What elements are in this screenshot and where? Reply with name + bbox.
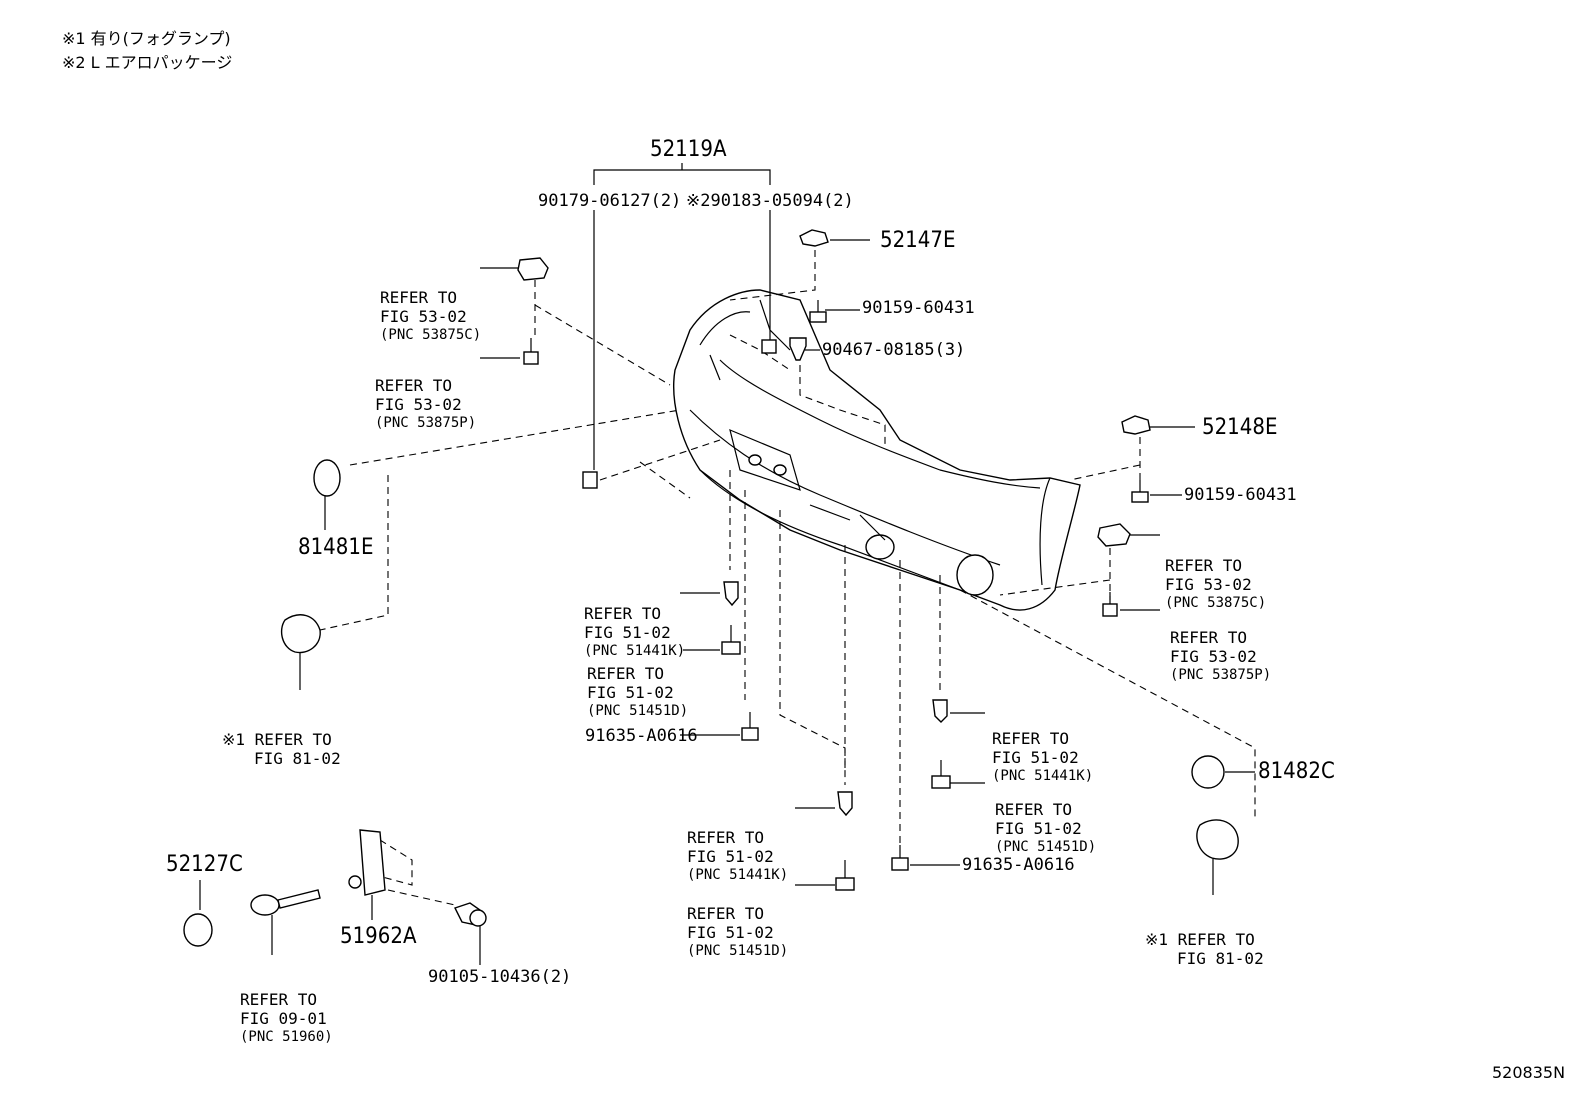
ref-line: FIG 51-02 xyxy=(992,748,1079,767)
bolt-90105-10436 xyxy=(454,902,487,927)
ref-line: FIG 09-01 xyxy=(240,1009,327,1028)
fog-lamp-left xyxy=(280,614,321,654)
cap-52127C xyxy=(183,913,213,947)
ref-line: FIG 53-02 xyxy=(375,395,462,414)
ref-line: FIG 51-02 xyxy=(587,683,674,702)
clip-90179 xyxy=(582,471,598,489)
label-52127C: 52127C xyxy=(166,852,243,877)
ref-pnc: (PNC 53875C) xyxy=(1165,595,1267,611)
clip-52148E xyxy=(1121,415,1151,435)
screw-90159-60431-top xyxy=(809,300,827,323)
ref-line: FIG 81-02 xyxy=(254,749,341,768)
ref-line: ※1 REFER TO xyxy=(1145,930,1255,949)
bolt-53875P-left xyxy=(523,338,539,365)
ref-pnc: (PNC 51451D) xyxy=(587,703,689,719)
label-81482C: 81482C xyxy=(1258,759,1335,784)
clip-51441K-a xyxy=(723,581,739,607)
nut-53875C-right xyxy=(1097,523,1131,547)
label-90467-08185: 90467-08185(3) xyxy=(822,340,966,360)
ref-line: REFER TO xyxy=(687,904,765,923)
bracket-51962A xyxy=(348,829,386,896)
screw-51451D-a xyxy=(721,625,741,655)
fog-lamp-right xyxy=(1196,819,1239,860)
ref-pnc: (PNC 51441K) xyxy=(992,768,1094,784)
fog-cover-81481E xyxy=(313,459,341,497)
label-90105-10436: 90105-10436(2) xyxy=(428,967,572,987)
label-91635-A0616-left: 91635-A0616 xyxy=(585,726,698,746)
ref-pnc: (PNC 53875P) xyxy=(375,415,477,431)
ref-line: FIG 53-02 xyxy=(380,307,467,326)
ref-line: FIG 81-02 xyxy=(1177,949,1264,968)
clip-90183 xyxy=(761,339,777,354)
ref-pnc: (PNC 51441K) xyxy=(584,643,686,659)
label-90159-60431-right: 90159-60431 xyxy=(1184,485,1297,505)
parts xyxy=(183,229,1239,947)
ref-line: REFER TO xyxy=(995,800,1073,819)
ref-pnc: (PNC 53875C) xyxy=(380,327,482,343)
ref-line: REFER TO xyxy=(1170,628,1248,647)
ref-pnc: (PNC 51960) xyxy=(240,1029,333,1045)
ref-line: FIG 51-02 xyxy=(687,847,774,866)
fog-cover-81482C xyxy=(1191,755,1225,789)
label-81481E: 81481E xyxy=(298,535,374,560)
label-52148E: 52148E xyxy=(1202,415,1278,440)
ref-pnc: (PNC 51451D) xyxy=(687,943,789,959)
ref-line: ※1 REFER TO xyxy=(222,730,332,749)
label-52147E: 52147E xyxy=(880,228,956,253)
ref-line: REFER TO xyxy=(380,288,458,307)
ref-line: REFER TO xyxy=(687,828,765,847)
label-91635-A0616-right: 91635-A0616 xyxy=(962,855,1075,875)
ref-line: REFER TO xyxy=(375,376,453,395)
bolt-91635-A0616-left xyxy=(741,712,759,741)
ref-line: FIG 51-02 xyxy=(584,623,671,642)
note-1: ※1 有り(フォグランプ) xyxy=(62,29,231,48)
ref-pnc: (PNC 51441K) xyxy=(687,867,789,883)
label-52119A: 52119A xyxy=(650,137,727,162)
ref-line: REFER TO xyxy=(1165,556,1243,575)
clip-52147E xyxy=(799,229,829,247)
ref-line: REFER TO xyxy=(584,604,662,623)
label-90183-05094: ※290183-05094(2) xyxy=(686,191,854,211)
ref-line: FIG 53-02 xyxy=(1165,575,1252,594)
ref-line: REFER TO xyxy=(587,664,665,683)
screw-51451D-c xyxy=(931,760,951,789)
diagram-id: 520835N xyxy=(1492,1063,1566,1082)
ref-line: FIG 51-02 xyxy=(687,923,774,942)
ref-line: REFER TO xyxy=(992,729,1070,748)
note-2: ※2 L エアロパッケージ xyxy=(62,53,233,72)
ref-line: FIG 53-02 xyxy=(1170,647,1257,666)
bolt-53875P-right xyxy=(1102,592,1118,617)
leader-lines xyxy=(199,163,1256,965)
nut-53875C-left xyxy=(517,257,549,281)
clip-51441K-c xyxy=(932,699,948,723)
tow-hook-51960 xyxy=(250,889,321,916)
bolt-91635-A0616-right xyxy=(891,845,909,871)
screw-90159-60431-right xyxy=(1131,480,1149,503)
bumper-cover xyxy=(673,289,1081,611)
label-90159-60431-top: 90159-60431 xyxy=(862,298,975,318)
clip-51441K-b xyxy=(837,791,853,817)
ref-line: REFER TO xyxy=(240,990,318,1009)
label-51962A: 51962A xyxy=(340,924,417,949)
ref-pnc: (PNC 53875P) xyxy=(1170,667,1272,683)
ref-pnc: (PNC 51451D) xyxy=(995,839,1097,855)
clip-90467-08185 xyxy=(789,337,807,361)
screw-51451D-b xyxy=(835,860,855,891)
label-90179-06127: 90179-06127(2) xyxy=(538,191,682,211)
ref-line: FIG 51-02 xyxy=(995,819,1082,838)
